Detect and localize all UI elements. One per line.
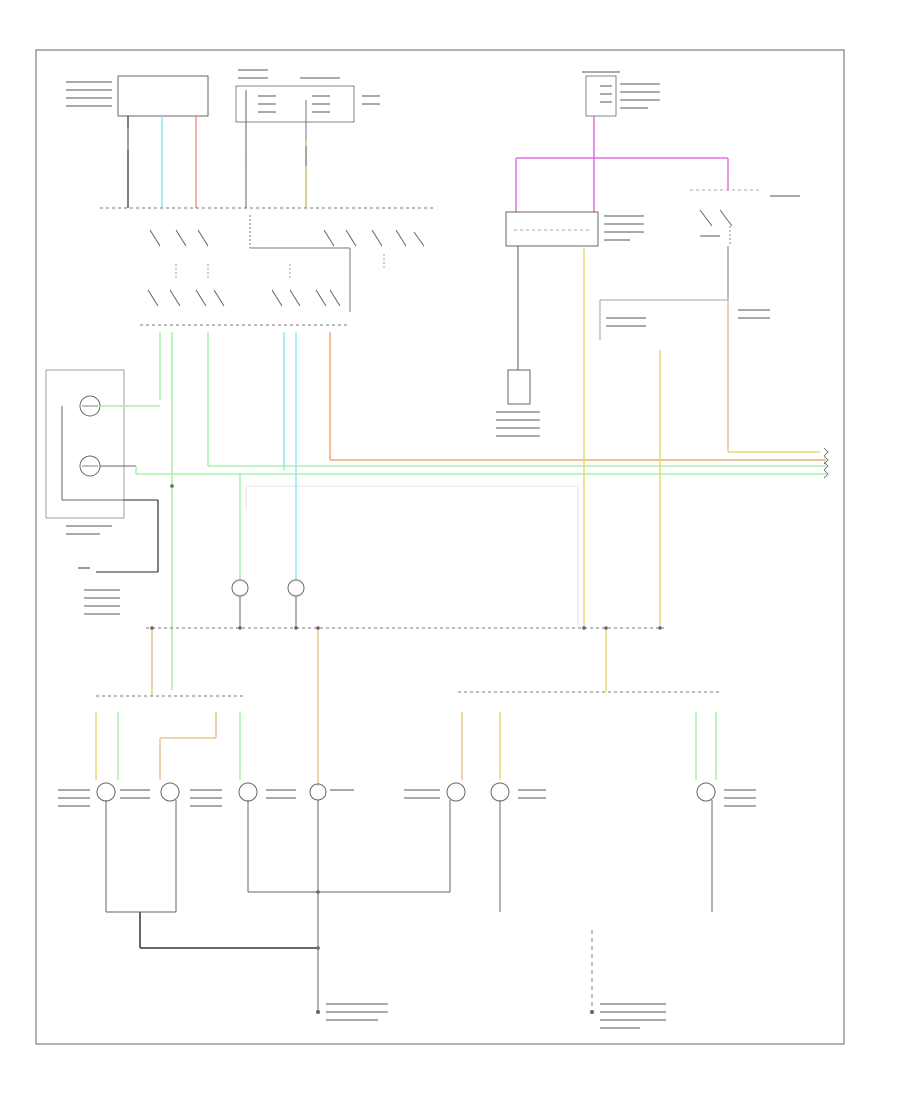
right-fuse [606, 309, 770, 327]
top-right-module [582, 71, 660, 117]
page-border [35, 49, 845, 1045]
fuse-block-top [235, 69, 380, 123]
relay-module [505, 211, 644, 247]
dimmer-switch [690, 189, 800, 246]
ground-network [105, 800, 713, 1012]
top-left-module [66, 75, 209, 117]
ground-point-right [590, 1003, 666, 1029]
right-edge-connector [823, 447, 829, 479]
headlamp-switch [100, 207, 436, 326]
left-side-marker-lamp [231, 579, 249, 628]
ground-point-left [316, 1003, 388, 1021]
instrument-cluster [45, 369, 160, 615]
splice-points [150, 484, 662, 950]
headlamp-sensor [496, 369, 540, 437]
right-side-marker-lamp [287, 579, 305, 628]
